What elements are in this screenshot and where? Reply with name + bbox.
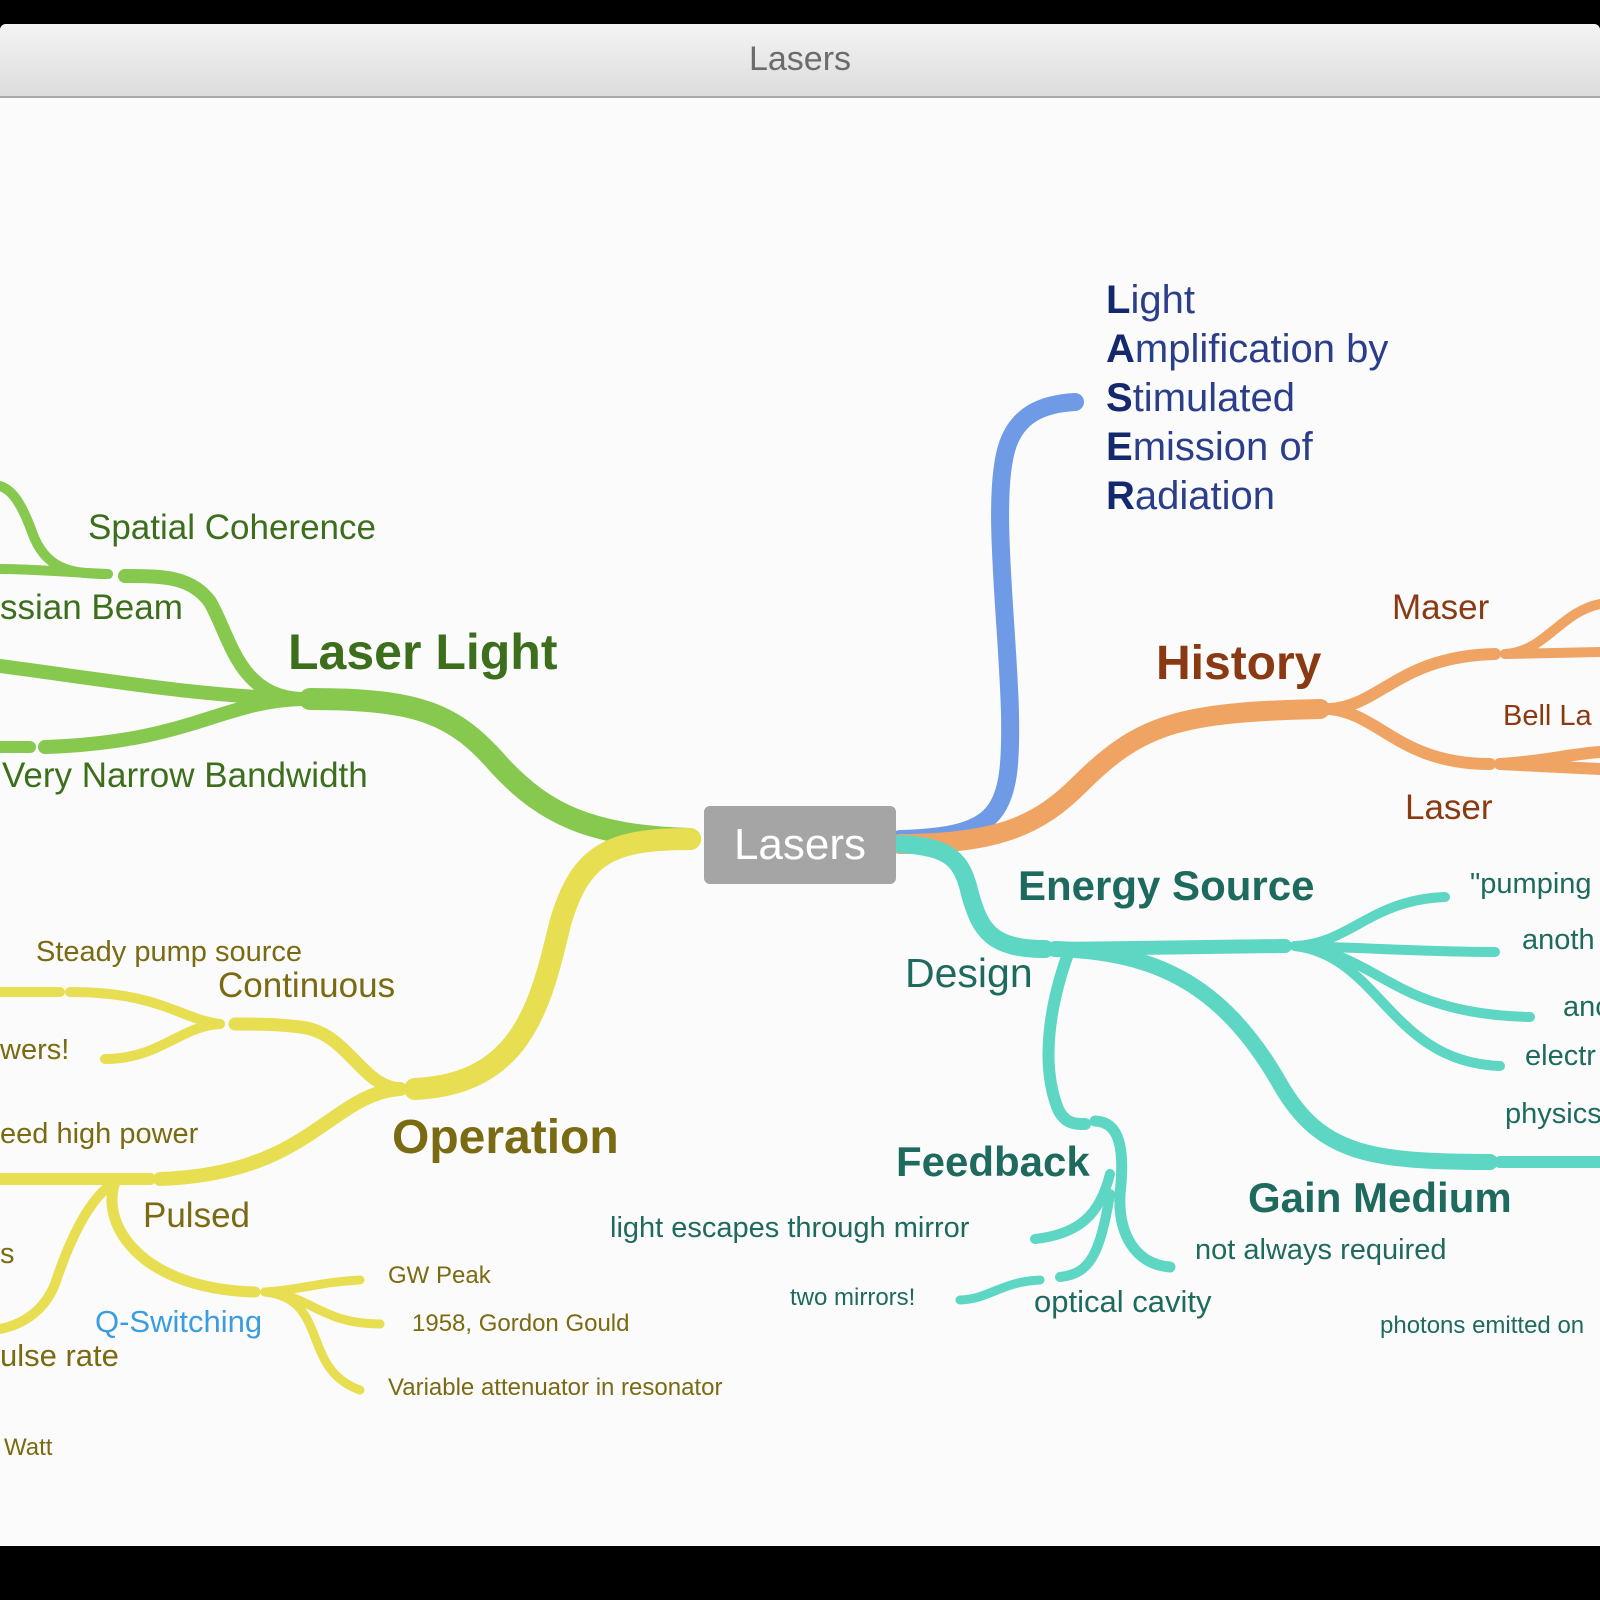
branch-laser-history-ext[interactable]: [1494, 758, 1600, 775]
central-topic[interactable]: Lasers: [704, 806, 896, 884]
branch-feedback[interactable]: [1042, 948, 1091, 1130]
topic-design[interactable]: Design: [905, 950, 1033, 996]
branch-q-switching[interactable]: [106, 1176, 261, 1298]
branch-gain-medium[interactable]: [1047, 941, 1498, 1170]
branch-two-mirrors[interactable]: [955, 1275, 1045, 1305]
branch-laser-light[interactable]: [299, 688, 701, 850]
branch-acronym[interactable]: [891, 393, 1084, 848]
branch-feedback-2[interactable]: [1089, 1115, 1176, 1273]
branch-wers[interactable]: [100, 1019, 225, 1064]
branch-continuous[interactable]: [228, 1017, 407, 1096]
branch-narrow-bandwidth[interactable]: [38, 692, 307, 754]
acronym-line-e: Emission of: [1106, 425, 1313, 469]
topic-high-power[interactable]: eed high power: [0, 1118, 199, 1150]
topic-variable-attenuator[interactable]: Variable attenuator in resonator: [388, 1374, 723, 1401]
topic-physics[interactable]: physics: [1505, 1098, 1600, 1130]
branch-spatial-coherence[interactable]: [118, 569, 307, 706]
topic-pulse-rate[interactable]: ulse rate: [0, 1338, 119, 1373]
topic-gordon-gould[interactable]: 1958, Gordon Gould: [412, 1310, 630, 1337]
topic-feedback[interactable]: Feedback: [896, 1138, 1090, 1185]
branch-operation[interactable]: [404, 828, 701, 1100]
branch-spatial-lower[interactable]: [0, 564, 113, 579]
branch-light-escapes[interactable]: [1030, 1169, 1115, 1244]
branch-maser-ext-2[interactable]: [1500, 647, 1600, 659]
topic-spatial-coherence[interactable]: Spatial Coherence: [88, 508, 376, 547]
topic-light-escapes[interactable]: light escapes through mirror: [610, 1212, 970, 1244]
topic-wers[interactable]: wers!: [0, 1034, 70, 1066]
topic-laser[interactable]: Laser: [1405, 788, 1493, 827]
mind-map-canvas[interactable]: Lasers Light Amplification by Stimulated…: [0, 98, 1600, 1546]
topic-steady-pump[interactable]: Steady pump source: [36, 936, 302, 968]
topic-optical-cavity[interactable]: optical cavity: [1034, 1284, 1212, 1319]
topic-operation[interactable]: Operation: [392, 1111, 619, 1164]
acronym-line-a: Amplification by: [1106, 327, 1389, 371]
acronym-line-r: Radiation: [1106, 474, 1276, 518]
topic-gw-peak[interactable]: GW Peak: [388, 1262, 491, 1289]
branch-pulsed[interactable]: [153, 1082, 407, 1186]
acronym-block[interactable]: Light Amplification by Stimulated Emissi…: [1106, 276, 1388, 521]
topic-two-mirrors[interactable]: two mirrors!: [790, 1284, 916, 1311]
branch-design[interactable]: [891, 835, 1054, 958]
acronym-line-l: Light: [1106, 278, 1195, 322]
branch-electr[interactable]: [1290, 941, 1505, 1071]
topic-energy-source[interactable]: Energy Source: [1018, 862, 1315, 909]
bottom-bar: [0, 1546, 1600, 1600]
app-window: Laser s: [0, 24, 1600, 1546]
branch-optical-cavity[interactable]: [1055, 1189, 1115, 1282]
branch-maser[interactable]: [1324, 648, 1501, 715]
acronym-line-s: Stimulated: [1106, 376, 1295, 420]
branch-attenuator[interactable]: [260, 1287, 365, 1395]
branch-pumping[interactable]: [1290, 892, 1450, 951]
window-title: Lasers: [748, 40, 852, 78]
topic-another[interactable]: anoth: [1522, 924, 1595, 956]
topic-photons-emitted[interactable]: photons emitted on: [1380, 1312, 1585, 1339]
branch-history[interactable]: [890, 699, 1330, 854]
topic-pulsed[interactable]: Pulsed: [143, 1196, 251, 1235]
topic-gaussian-beam[interactable]: ssian Beam: [0, 588, 183, 627]
topic-laser-light[interactable]: Laser Light: [288, 624, 558, 680]
topic-maser[interactable]: Maser: [1392, 588, 1490, 627]
topic-not-always-required[interactable]: not always required: [1195, 1234, 1447, 1266]
topic-q-switching[interactable]: Q-Switching: [95, 1304, 263, 1339]
topic-electr[interactable]: electr: [1525, 1040, 1596, 1072]
topic-watt[interactable]: Watt: [4, 1434, 53, 1461]
topic-and[interactable]: anc: [1563, 991, 1600, 1023]
branch-laser-history[interactable]: [1324, 703, 1496, 770]
title-bar[interactable]: Lasers: [0, 24, 1600, 98]
topic-s[interactable]: s: [0, 1238, 15, 1270]
branch-layer: [0, 393, 1600, 1395]
topic-narrow-bandwidth[interactable]: Very Narrow Bandwidth: [2, 756, 368, 795]
branch-maser-ext[interactable]: [1500, 599, 1600, 659]
topic-gain-medium[interactable]: Gain Medium: [1248, 1174, 1512, 1221]
topic-continuous[interactable]: Continuous: [218, 966, 396, 1005]
branch-pulsed-down[interactable]: [0, 1177, 120, 1334]
topic-pumping[interactable]: "pumping: [1470, 868, 1592, 900]
branch-steady-pump[interactable]: [65, 987, 225, 1029]
topic-history[interactable]: History: [1156, 637, 1322, 690]
topic-bell-labs[interactable]: Bell La: [1503, 700, 1592, 732]
